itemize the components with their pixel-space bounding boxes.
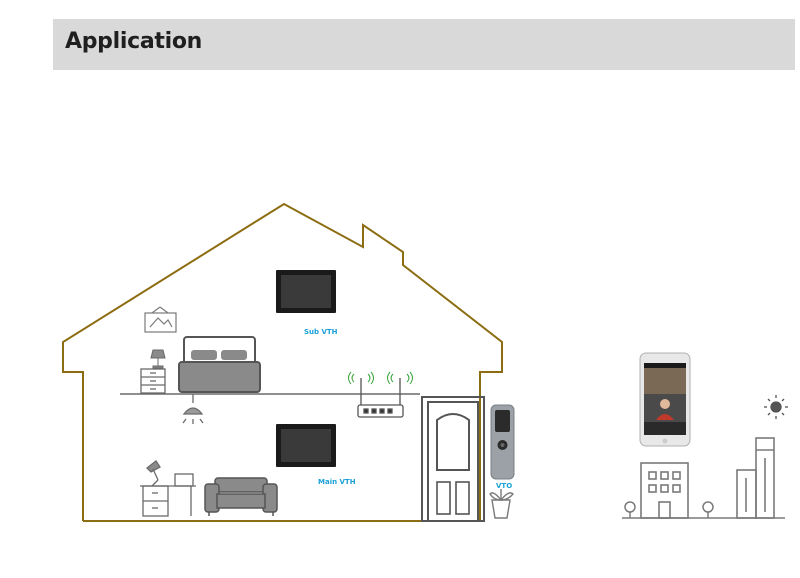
desk-lamp-icon bbox=[146, 460, 161, 487]
house-outline bbox=[62, 202, 503, 522]
doorbell-vto-icon bbox=[490, 404, 515, 480]
smartphone-icon bbox=[639, 352, 691, 447]
plant-icon bbox=[489, 489, 514, 519]
page-title: Application bbox=[65, 29, 203, 54]
tree-icon bbox=[624, 501, 714, 518]
router-icon bbox=[357, 378, 404, 418]
desk-icon bbox=[140, 473, 196, 517]
sofa-icon bbox=[204, 477, 278, 516]
picture-frame-icon bbox=[144, 306, 177, 333]
main-vth-label: Main VTH bbox=[318, 478, 356, 486]
sun-icon bbox=[764, 395, 788, 419]
bed-icon bbox=[178, 336, 261, 393]
ceiling-light-icon bbox=[182, 394, 204, 424]
nightstand-icon bbox=[140, 368, 166, 394]
main-vth-monitor bbox=[276, 424, 336, 467]
skyscraper-icon bbox=[736, 437, 775, 519]
vto-label: VTO bbox=[496, 482, 512, 490]
office-building-icon bbox=[640, 462, 689, 519]
header-bar: Application bbox=[53, 19, 795, 70]
door-icon bbox=[421, 396, 485, 522]
sub-vth-monitor bbox=[276, 270, 336, 313]
wifi-signal-icon bbox=[348, 371, 413, 385]
lamp-icon bbox=[150, 349, 166, 369]
sub-vth-label: Sub VTH bbox=[304, 328, 338, 336]
